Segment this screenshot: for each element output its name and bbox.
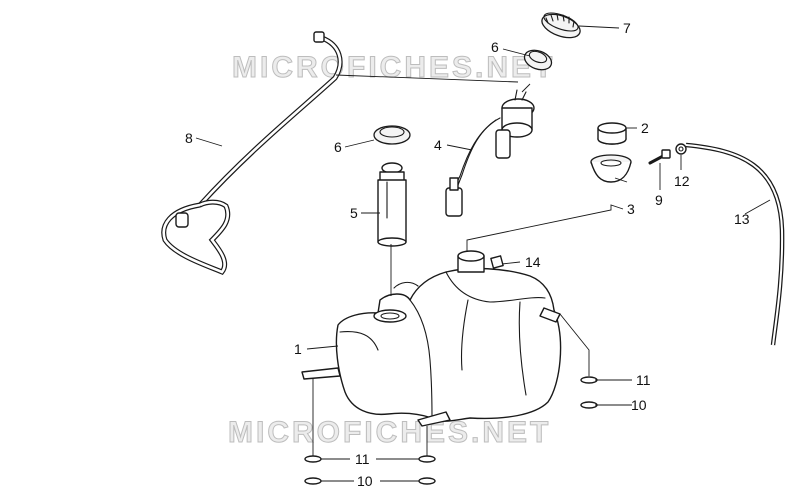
callout-10-bottom: 10 [357, 473, 373, 489]
breather-hose-part-8 [161, 31, 343, 276]
callout-9: 9 [655, 192, 663, 208]
watermark-bottom: MICROFICHES.NET [228, 416, 551, 449]
screw-part-9 [648, 149, 671, 165]
level-sender-part-5 [377, 162, 407, 247]
callout-8: 8 [185, 130, 193, 146]
callout-3: 3 [627, 201, 635, 217]
callout-14: 14 [525, 254, 541, 270]
ring-nut-part-7 [541, 12, 581, 39]
callout-12: 12 [674, 173, 690, 189]
tank-cap-part-2 [597, 122, 627, 145]
callout-5: 5 [350, 205, 358, 221]
leader-lines [195, 25, 771, 482]
filler-neck-part-3 [590, 154, 632, 183]
callout-1: 1 [294, 341, 302, 357]
seal-part-6-left [373, 125, 411, 145]
clamp-part-12 [675, 143, 687, 155]
clip-part-14 [490, 255, 504, 269]
drain-hose-part-13 [685, 142, 785, 346]
fuel-pump-part-4 [445, 89, 535, 217]
watermark-top: MICROFICHES.NET [232, 51, 555, 84]
callout-4: 4 [434, 137, 442, 153]
callout-6-top: 6 [491, 39, 499, 55]
washer-bolt-center [418, 455, 436, 485]
callout-2: 2 [641, 120, 649, 136]
seal-part-6-top [523, 49, 553, 71]
washer-bolt-right [580, 376, 598, 409]
callout-7: 7 [623, 20, 631, 36]
fuel-tank-part-1 [301, 250, 562, 427]
callout-11-right: 11 [636, 372, 651, 388]
callout-13: 13 [734, 211, 750, 227]
callout-6-left: 6 [334, 139, 342, 155]
callout-11-bottom: 11 [355, 451, 370, 467]
callout-10-right: 10 [631, 397, 647, 413]
washer-bolt-left [304, 455, 322, 485]
